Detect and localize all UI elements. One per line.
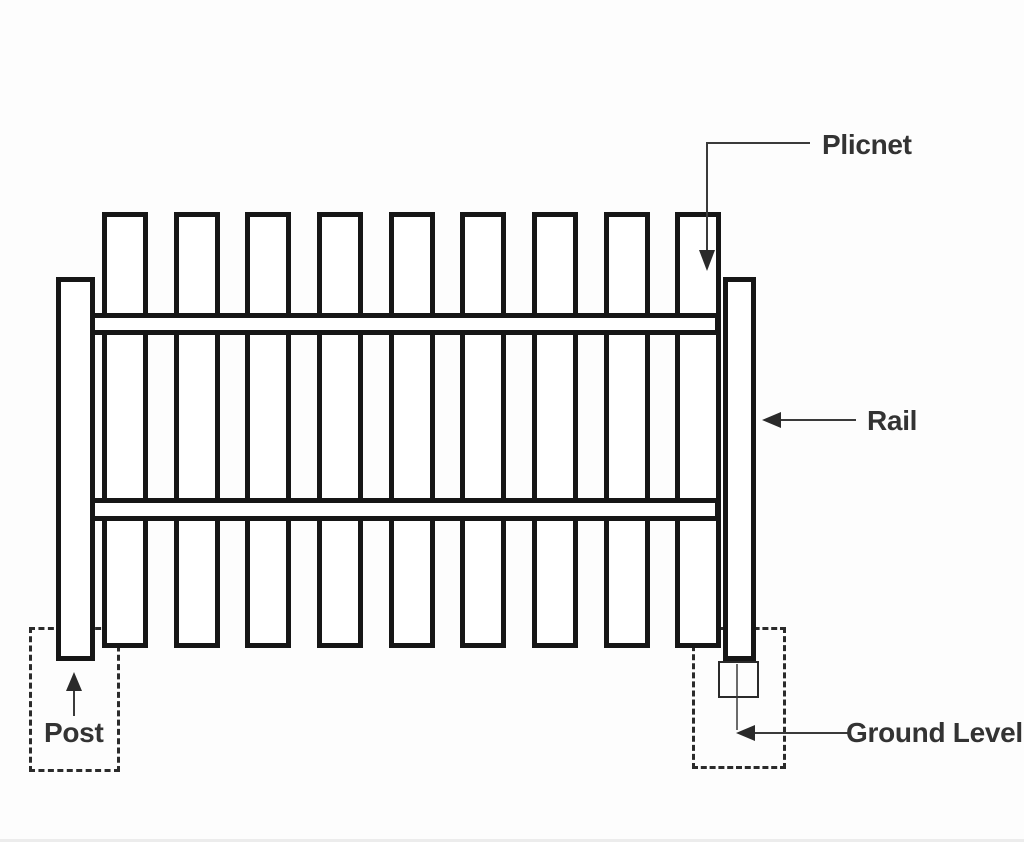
picket-label: Plicnet <box>822 129 912 160</box>
arrow-down-icon <box>699 250 715 271</box>
picket <box>604 212 650 648</box>
right-post <box>723 277 756 661</box>
picket <box>245 212 291 648</box>
picket <box>389 212 435 648</box>
arrow-up-icon <box>66 672 82 691</box>
bottom-edge-line <box>0 839 1024 842</box>
picket <box>102 212 148 648</box>
post-label: Post <box>44 717 104 748</box>
picket <box>532 212 578 648</box>
picket-leader-line <box>706 142 810 252</box>
picket <box>317 212 363 648</box>
arrow-left-icon <box>736 725 755 741</box>
rail-label: Rail <box>867 405 918 436</box>
post-underground-section <box>718 661 759 698</box>
picket <box>174 212 220 648</box>
picket <box>675 212 721 648</box>
picket <box>460 212 506 648</box>
arrow-left-icon <box>762 412 781 428</box>
left-post <box>56 277 95 661</box>
ground-level-label: Ground Level <box>846 717 1023 748</box>
